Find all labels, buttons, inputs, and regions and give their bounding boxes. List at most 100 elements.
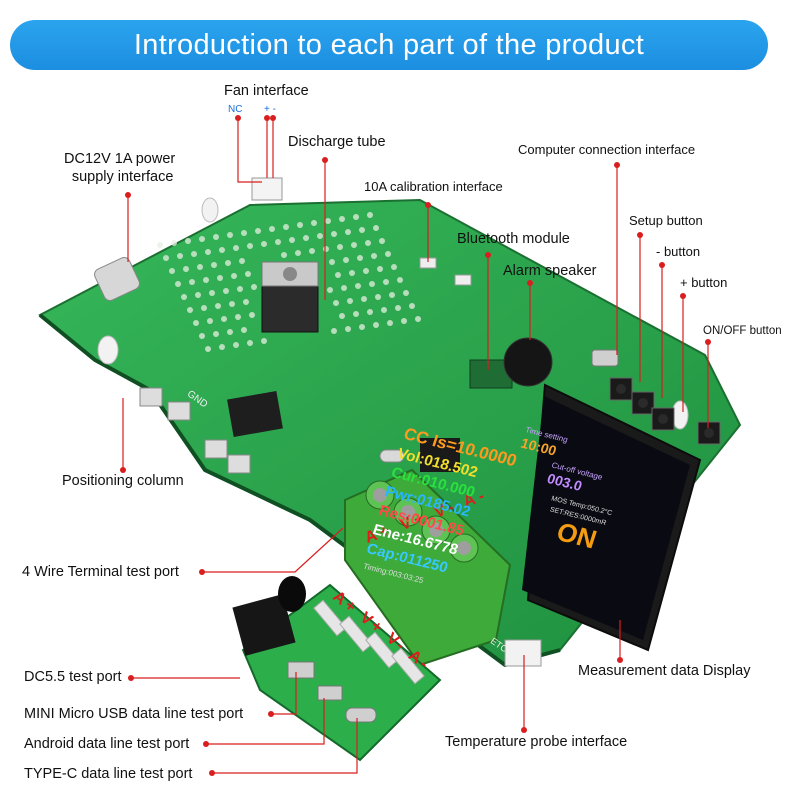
screw-terminal-block <box>344 468 512 667</box>
perfboard-hole <box>185 238 191 244</box>
perfboard-hole <box>227 232 233 238</box>
measurement-display <box>522 383 702 652</box>
perfboard-hole <box>191 251 197 257</box>
etc-label: ETC <box>488 635 510 655</box>
perfboard-hole <box>275 239 281 245</box>
perfboard-hole <box>401 318 407 324</box>
label-positioning: Positioning column <box>62 473 184 489</box>
perfboard-hole <box>215 303 221 309</box>
perfboard-hole <box>369 281 375 287</box>
perfboard-hole <box>247 340 253 346</box>
perfboard-hole <box>283 224 289 230</box>
pointer-dot <box>120 467 126 473</box>
regulator <box>227 390 283 438</box>
label-bluetooth: Bluetooth module <box>457 231 570 247</box>
perfboard-hole <box>317 233 323 239</box>
perfboard-hole <box>205 249 211 255</box>
label-dc12v-line2: supply interface <box>71 169 174 185</box>
perfboard-hole <box>233 245 239 251</box>
label-fan-interface: Fan interface <box>224 83 309 99</box>
perfboard-hole <box>327 287 333 293</box>
computer-usb-port <box>591 349 619 367</box>
perfboard-hole <box>221 316 227 322</box>
perfboard-hole <box>355 283 361 289</box>
perfboard-hole <box>387 320 393 326</box>
perfboard-hole <box>353 311 359 317</box>
perfboard-hole <box>289 237 295 243</box>
perfboard-hole <box>211 262 217 268</box>
leader-lines <box>122 118 709 774</box>
perfboard-hole <box>395 305 401 311</box>
perfboard-hole <box>233 342 239 348</box>
perfboard-hole <box>373 225 379 231</box>
perfboard-hole <box>385 251 391 257</box>
test-port-board <box>232 576 442 762</box>
perfboard-hole <box>389 292 395 298</box>
label-temperature: Temperature probe interface <box>445 734 628 750</box>
label-discharge-tube: Discharge tube <box>288 134 386 150</box>
perfboard-hole <box>359 324 365 330</box>
perfboard-hole <box>193 320 199 326</box>
perfboard-hole <box>205 346 211 352</box>
alarm-speaker <box>503 337 553 387</box>
label-dc12v: DC12V 1A power supply interface <box>64 150 175 186</box>
perfboard-hole <box>337 244 343 250</box>
pointer-dot <box>128 675 134 681</box>
perfboard-dots <box>157 212 421 352</box>
perfboard-hole <box>241 230 247 236</box>
perfboard-hole <box>351 242 357 248</box>
pointer-dot <box>322 157 328 163</box>
perfboard-hole <box>201 305 207 311</box>
pointer-dot <box>270 115 276 121</box>
perfboard-hole <box>269 226 275 232</box>
perfboard-hole <box>367 212 373 218</box>
perfboard-hole <box>247 243 253 249</box>
label-setup: Setup button <box>629 213 703 228</box>
perfboard-hole <box>195 292 201 298</box>
pointer-dot <box>203 741 209 747</box>
perfboard-hole <box>255 228 261 234</box>
perfboard-hole <box>181 294 187 300</box>
perfboard-hole <box>231 273 237 279</box>
perfboard-hole <box>237 286 243 292</box>
perfboard-hole <box>229 301 235 307</box>
pointer-dot <box>235 115 241 121</box>
dc-power-jack <box>94 257 140 301</box>
label-plus-minus: + - <box>264 104 276 115</box>
pointer-dot <box>264 115 270 121</box>
positioning-column-1 <box>97 335 119 365</box>
label-computer: Computer connection interface <box>518 142 696 157</box>
pointer-dot <box>659 262 665 268</box>
label-onoff: ON/OFF button <box>703 325 782 337</box>
perfboard-hole <box>297 222 303 228</box>
label-minus-button: - button <box>656 244 701 259</box>
temperature-connector <box>504 639 542 667</box>
perfboard-hole <box>403 290 409 296</box>
label-android: Android data line test port <box>24 736 190 752</box>
perfboard-hole <box>381 307 387 313</box>
title-banner: Introduction to each part of the product <box>10 20 768 70</box>
perfboard-hole <box>349 270 355 276</box>
perfboard-hole <box>339 216 345 222</box>
perfboard-hole <box>197 264 203 270</box>
perfboard-hole <box>345 229 351 235</box>
label-alarm: Alarm speaker <box>503 263 597 279</box>
perfboard-hole <box>223 288 229 294</box>
perfboard-hole <box>375 294 381 300</box>
pointer-dot <box>637 232 643 238</box>
perfboard-hole <box>361 296 367 302</box>
perfboard-hole <box>311 220 317 226</box>
label-calibration: 10A calibration interface <box>364 179 503 194</box>
perfboard-hole <box>295 250 301 256</box>
perfboard-hole <box>157 242 163 248</box>
perfboard-hole <box>251 284 257 290</box>
perfboard-hole <box>331 231 337 237</box>
gnd-label: GND <box>184 388 210 411</box>
perfboard-hole <box>397 277 403 283</box>
label-dc12v-line1: DC12V 1A power <box>64 151 176 167</box>
perfboard-hole <box>187 307 193 313</box>
pointer-dot <box>680 293 686 299</box>
perfboard-hole <box>189 279 195 285</box>
perfboard-hole <box>365 240 371 246</box>
micro-usb-jack <box>317 685 343 701</box>
